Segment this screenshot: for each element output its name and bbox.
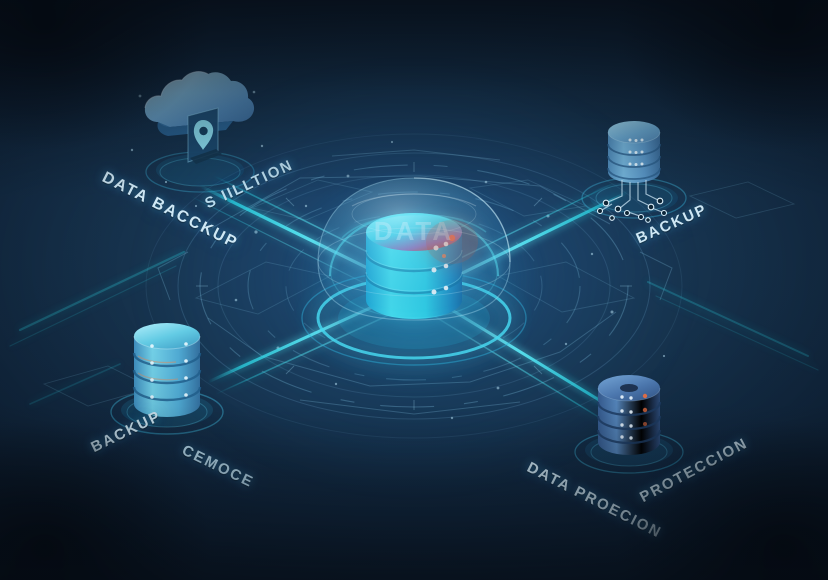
beam-bottom-left — [206, 296, 401, 395]
database-stack-icon — [596, 375, 662, 455]
hud-outer-arcs — [145, 133, 683, 439]
location-pin-icon — [193, 120, 214, 150]
core-base-plate — [301, 270, 527, 366]
circuit-traces-icon — [601, 180, 663, 217]
core-orbital-rings — [328, 212, 500, 319]
db-top-hole — [620, 384, 638, 392]
hud-dashed-rings — [199, 164, 629, 408]
br-warm-indicators — [642, 393, 648, 426]
label-cemoce: CEMOCE — [179, 441, 257, 492]
core-data-text: DATA — [374, 216, 454, 246]
corner-shade-top-right — [618, 0, 828, 150]
label-protection: PROTECCION — [637, 434, 751, 507]
tr-base-ring — [581, 177, 687, 219]
beam-bottom-right — [433, 302, 624, 425]
label-backup-top-right: BACKUP — [633, 200, 711, 248]
cloud-screen-panel — [187, 107, 222, 164]
database-stack-icon — [132, 323, 202, 417]
cloud-icon — [144, 71, 255, 136]
core-alert-dot — [448, 234, 456, 242]
cloud-sparks — [130, 90, 264, 184]
br-base-ring — [574, 430, 684, 474]
label-solution: S IILLTION — [202, 156, 297, 213]
beam-top-right — [431, 181, 630, 286]
center-radial-glow — [134, 63, 694, 494]
label-backup-bottom-left: BACKUP — [88, 407, 165, 457]
core-halo — [282, 164, 546, 400]
core-warm-accent — [426, 220, 478, 264]
beam-outer-streaks — [9, 250, 819, 405]
hud-tick-marks — [196, 162, 632, 410]
core-database-cylinder — [364, 213, 464, 319]
label-data-backup: DATA BACCKUP — [99, 168, 241, 253]
core-protective-dome — [317, 177, 511, 321]
database-stack-icon — [607, 121, 661, 183]
corner-shade-top-left — [0, 0, 210, 150]
circuit-nodes — [596, 197, 668, 223]
